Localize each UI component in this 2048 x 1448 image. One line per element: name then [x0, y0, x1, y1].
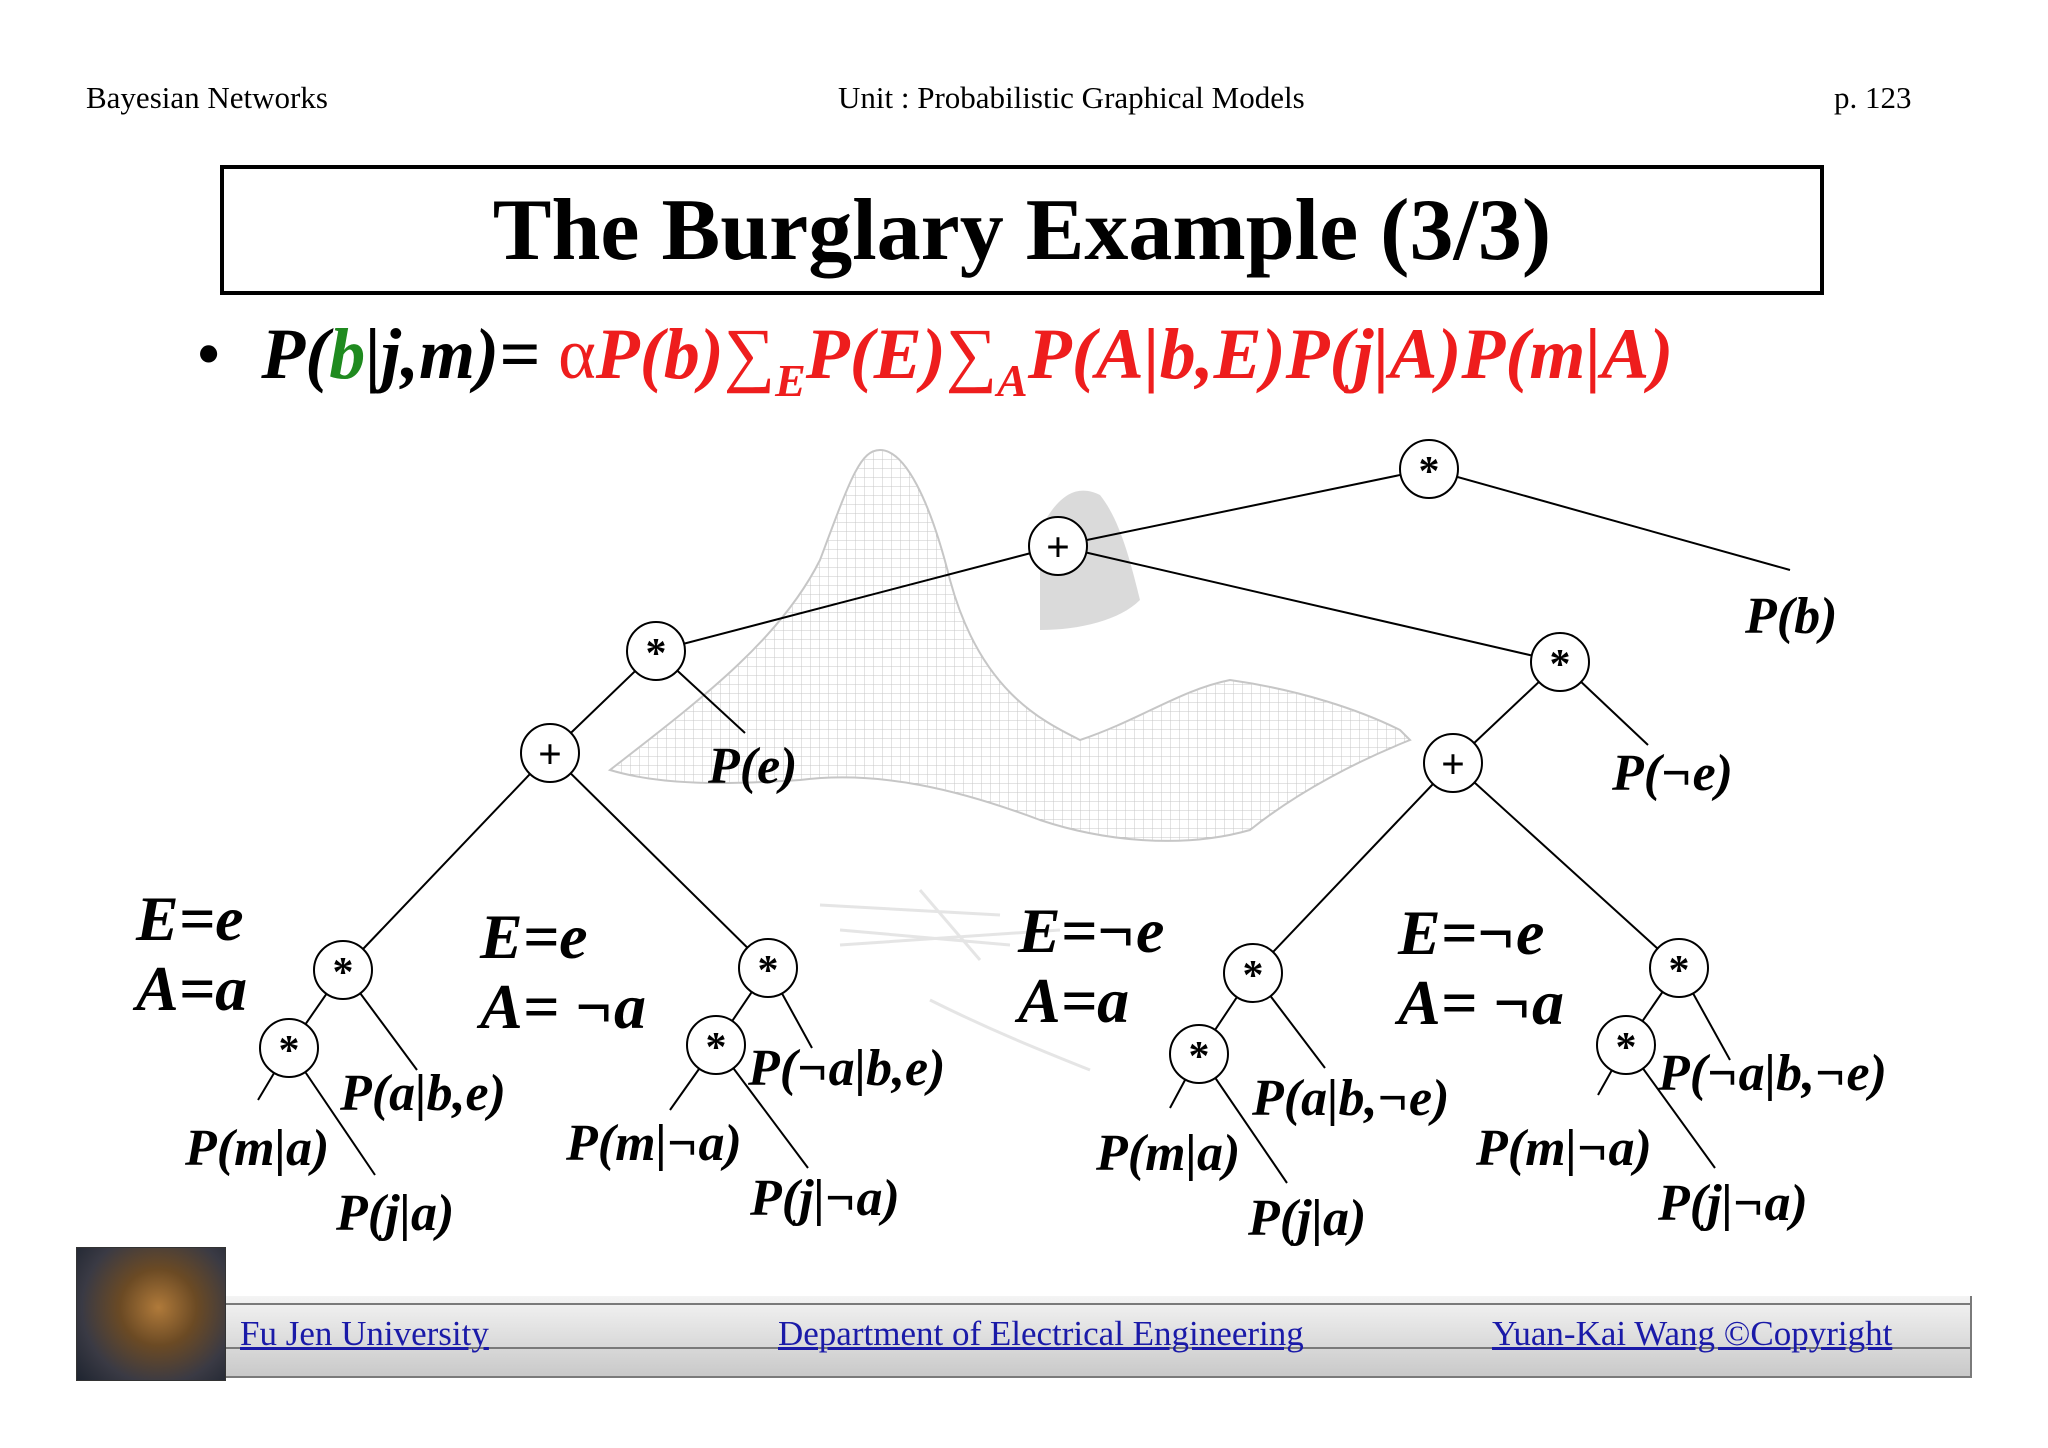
leaf-p-a-given-b-not-e: P(a|b,¬e)	[1251, 1070, 1449, 1127]
edge	[549, 752, 769, 969]
leaf-p-b: P(b)	[1744, 588, 1837, 645]
leaf-p-not-a-given-b-e: P(¬a|b,e)	[747, 1040, 945, 1097]
footer-department-link[interactable]: Department of Electrical Engineering	[778, 1314, 1304, 1353]
node-symbol: +	[538, 732, 562, 778]
sigma-subscript: E	[775, 355, 806, 406]
sum-node-e: +	[520, 723, 580, 783]
product-node-not-e-not-a: *	[1649, 938, 1709, 998]
node-symbol: *	[279, 1028, 300, 1074]
edge	[1057, 545, 1561, 663]
edge	[655, 545, 1059, 652]
case-label-e: E=e	[479, 901, 588, 972]
leaf-p-j-given-not-a: P(j|¬a)	[749, 1170, 900, 1227]
footer-copyright-link[interactable]: Yuan-Kai Wang ©Copyright	[1492, 1314, 1893, 1353]
header-page-number: p. 123	[1834, 80, 1912, 115]
case-label-a: A=a	[132, 953, 247, 1024]
node-symbol: *	[758, 948, 779, 994]
node-symbol: *	[333, 950, 354, 996]
node-symbol: *	[1669, 948, 1690, 994]
leaf-p-j-given-a: P(j|a)	[335, 1185, 454, 1242]
formula-part: P(	[261, 314, 330, 394]
sigma-symbol: ∑	[723, 314, 776, 394]
leaf-p-j-given-a: P(j|a)	[1247, 1190, 1366, 1247]
leaf-p-a-given-b-e: P(a|b,e)	[339, 1065, 506, 1122]
slide-title: The Burglary Example (3/3)	[492, 181, 1552, 279]
product-node-e-a-inner: *	[259, 1018, 319, 1078]
leaf-p-e: P(e)	[707, 738, 797, 795]
formula-part: P(A|b,E)P(j|A)P(m|A)	[1027, 314, 1674, 394]
formula-part: P(E)	[805, 314, 946, 394]
edge	[1452, 762, 1680, 969]
leaf-p-j-given-not-a: P(j|¬a)	[1657, 1175, 1808, 1232]
footer-university-link[interactable]: Fu Jen University	[240, 1314, 489, 1353]
product-node-not-e-a-inner: *	[1169, 1024, 1229, 1084]
node-symbol: +	[1441, 742, 1465, 788]
case-label-a: A=a	[1014, 965, 1129, 1036]
formula-line: •P(b|j,m)= αP(b)∑EP(E)∑AP(A|b,E)P(j|A)P(…	[196, 318, 1673, 404]
university-logo-image	[76, 1247, 226, 1381]
sigma-subscript: A	[997, 355, 1028, 406]
product-node-not-e-a: *	[1223, 943, 1283, 1003]
product-node-e: *	[626, 621, 686, 681]
leaf-p-m-given-not-a: P(m|¬a)	[1475, 1120, 1652, 1177]
case-label-e: E=e	[135, 883, 244, 954]
node-symbol: *	[1419, 449, 1440, 495]
formula-part: |j,m)=	[365, 314, 559, 394]
leaf-p-not-e: P(¬e)	[1611, 745, 1733, 802]
product-node-e-not-a-inner: *	[686, 1015, 746, 1075]
leaf-p-m-given-not-a: P(m|¬a)	[565, 1115, 742, 1172]
sum-node-top: +	[1028, 516, 1088, 576]
edge	[1252, 762, 1454, 974]
case-label-not-e: E=¬e	[1397, 897, 1544, 968]
leaf-p-not-a-given-b-not-e: P(¬a|b,¬e)	[1657, 1045, 1887, 1102]
formula-b: b	[329, 314, 366, 394]
formula-part: P(b)	[595, 314, 724, 394]
case-label-not-e: E=¬e	[1017, 895, 1164, 966]
product-node-not-e-not-a-inner: *	[1596, 1015, 1656, 1075]
edge	[1428, 468, 1791, 571]
header-unit: Unit : Probabilistic Graphical Models	[838, 80, 1305, 115]
edge	[342, 752, 551, 971]
product-node-not-e: *	[1530, 632, 1590, 692]
product-node-e-not-a: *	[738, 938, 798, 998]
node-symbol: *	[1189, 1034, 1210, 1080]
bullet: •	[196, 314, 222, 394]
node-symbol: +	[1046, 525, 1070, 571]
header-course: Bayesian Networks	[86, 80, 328, 115]
edge	[1057, 468, 1430, 547]
case-label-not-a: A= ¬a	[1394, 967, 1564, 1038]
product-node-root: *	[1399, 439, 1459, 499]
node-symbol: *	[1243, 953, 1264, 999]
title-box: The Burglary Example (3/3)	[220, 165, 1824, 295]
node-symbol: *	[646, 631, 667, 677]
node-symbol: *	[706, 1025, 727, 1071]
leaf-p-m-given-a: P(m|a)	[184, 1120, 329, 1177]
node-symbol: *	[1550, 642, 1571, 688]
sum-node-not-e: +	[1423, 733, 1483, 793]
product-node-e-a: *	[313, 940, 373, 1000]
formula-alpha: α	[558, 314, 596, 394]
node-symbol: *	[1616, 1025, 1637, 1071]
leaf-p-m-given-a: P(m|a)	[1095, 1125, 1240, 1182]
sigma-symbol: ∑	[945, 314, 998, 394]
case-label-not-a: A= ¬a	[476, 971, 646, 1042]
footer-bar	[222, 1296, 1972, 1378]
